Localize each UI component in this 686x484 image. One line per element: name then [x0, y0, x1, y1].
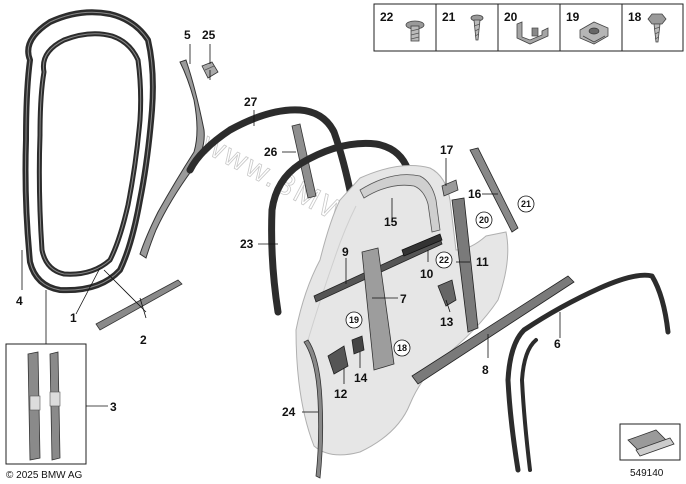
front-edge-strip — [303, 339, 324, 479]
circled-callout-18: 18 — [393, 339, 411, 357]
svg-text:19: 19 — [349, 315, 359, 325]
copyright-text: © 2025 BMW AG — [6, 470, 83, 481]
door-frame-trim — [505, 272, 671, 473]
pillar-trim — [139, 59, 205, 259]
svg-text:20: 20 — [479, 215, 489, 225]
callout-1: 1 — [70, 311, 77, 325]
callout-27: 27 — [244, 95, 258, 109]
callout-16: 16 — [468, 187, 482, 201]
circled-callout-22: 22 — [435, 251, 453, 269]
header-parts-strip: 22 21 20 19 18 — [373, 3, 684, 52]
callout-25: 25 — [202, 28, 216, 42]
rocker-strip — [411, 275, 575, 385]
header-part-number-21: 21 — [442, 10, 456, 24]
screw-flange-icon — [405, 20, 425, 42]
detail-inset — [5, 343, 87, 465]
callout-12: 12 — [334, 387, 348, 401]
callout-15: 15 — [384, 215, 398, 229]
callout-13: 13 — [440, 315, 454, 329]
bracket-clip-icon — [516, 21, 549, 45]
callout-8: 8 — [482, 363, 489, 377]
callout-6: 6 — [554, 337, 561, 351]
callout-17: 17 — [440, 143, 454, 157]
callout-4: 4 — [16, 294, 23, 308]
circled-callout-19: 19 — [345, 311, 363, 329]
callout-9: 9 — [342, 245, 349, 259]
callout-7: 7 — [400, 292, 407, 306]
callout-10: 10 — [420, 267, 434, 281]
header-part-number-19: 19 — [566, 10, 580, 24]
center-trim — [361, 247, 395, 371]
direction-arrow-icon — [619, 423, 681, 461]
circled-callout-20: 20 — [475, 211, 493, 229]
callout-2: 2 — [140, 333, 147, 347]
b-pillar-trim — [451, 197, 479, 333]
circled-callouts: 21 20 22 19 18 — [345, 195, 535, 357]
svg-text:22: 22 — [439, 255, 449, 265]
callout-23: 23 — [240, 237, 254, 251]
svg-text:18: 18 — [397, 343, 407, 353]
callout-3: 3 — [110, 400, 117, 414]
small-cover-parts — [327, 335, 365, 375]
bracket-part — [437, 279, 457, 307]
door-panel — [295, 165, 509, 456]
door-seal-main — [22, 9, 156, 294]
callout-11: 11 — [476, 255, 489, 269]
window-trim — [359, 174, 441, 233]
screw-tapping-icon — [470, 14, 484, 41]
clip-nut-icon — [579, 21, 609, 45]
header-part-number-18: 18 — [628, 10, 642, 24]
callout-26: 26 — [264, 145, 278, 159]
diagram-number: 549140 — [630, 468, 664, 479]
trim-upper-rear — [441, 179, 459, 197]
belt-strip-outer — [401, 233, 443, 257]
svg-text:21: 21 — [521, 199, 531, 209]
header-part-number-20: 20 — [504, 10, 518, 24]
circled-callout-21: 21 — [517, 195, 535, 213]
header-part-number-22: 22 — [380, 10, 394, 24]
callout-24: 24 — [282, 405, 296, 419]
window-channel-outer — [186, 106, 356, 204]
callout-5: 5 — [184, 28, 191, 42]
screw-hex-icon — [647, 13, 667, 43]
callout-labels: 1 2 3 4 5 25 27 26 23 9 15 17 16 11 10 7… — [16, 28, 561, 419]
leader-lines — [21, 44, 561, 413]
cover-strip — [469, 147, 519, 233]
callout-14: 14 — [354, 371, 368, 385]
